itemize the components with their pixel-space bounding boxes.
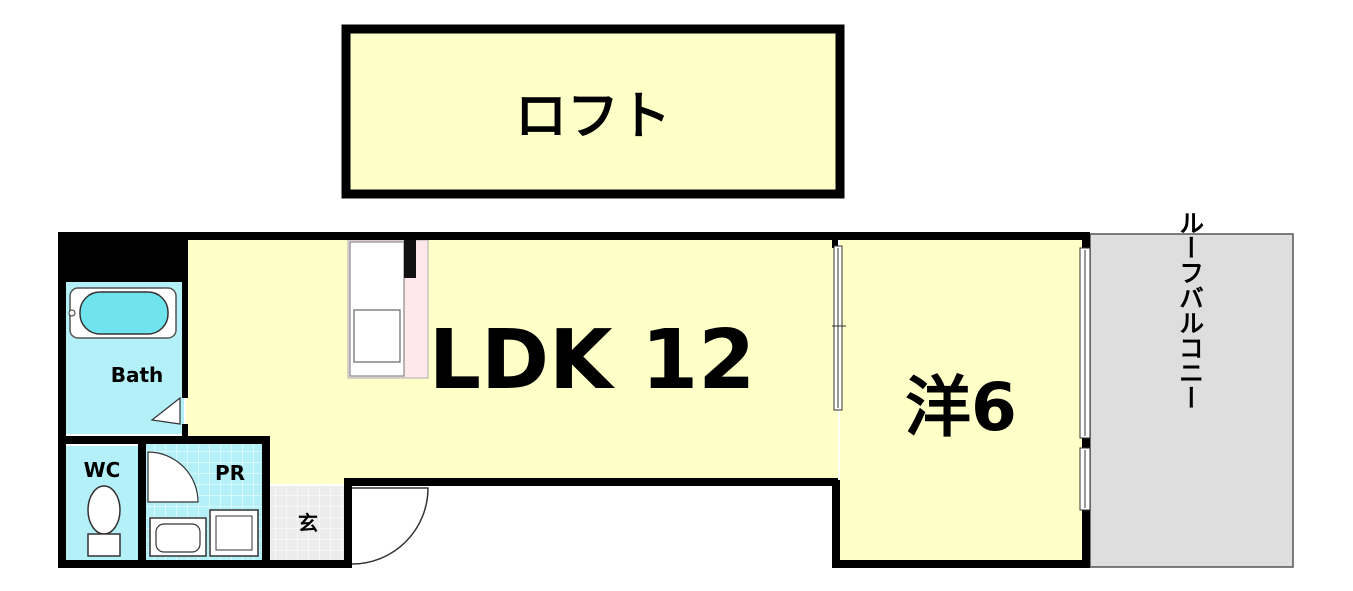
loft-room (341, 24, 845, 199)
ldk-label: LDK 12 (429, 313, 756, 408)
pr-label: PR (215, 461, 245, 485)
entrance-label: 玄 (298, 511, 318, 535)
bath-door (150, 396, 181, 425)
sink-icon (353, 309, 401, 363)
wc-label: WC (84, 458, 121, 482)
toilet-tank (87, 533, 121, 557)
western-label: 洋6 (905, 369, 1017, 446)
washbasin-bowl (155, 523, 201, 553)
tub-basin (79, 291, 169, 335)
entrance-floor (270, 486, 346, 564)
fridge-space (404, 240, 416, 278)
pr-door (147, 451, 199, 503)
western-room (840, 238, 1085, 564)
tub-drain (68, 309, 76, 317)
loft-label: ロフト (515, 87, 671, 147)
balcony-label: ルーフバルコニー (1176, 210, 1205, 410)
entry-door (351, 487, 429, 565)
toilet-icon (87, 485, 121, 535)
balcony (1089, 233, 1294, 568)
washer-pan (215, 515, 253, 551)
bath-label: Bath (111, 363, 164, 387)
